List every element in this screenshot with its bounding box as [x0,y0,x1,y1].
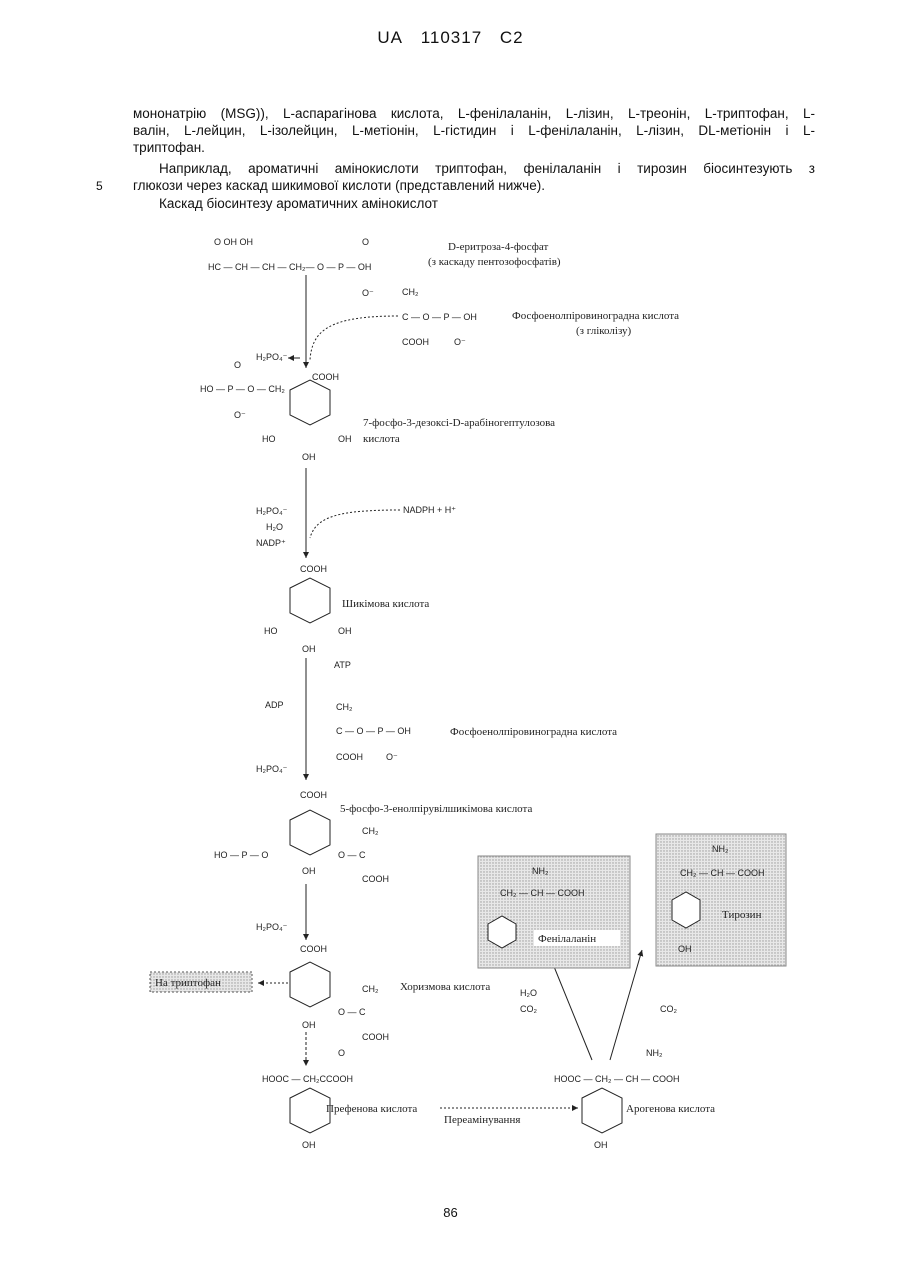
svg-text:HOOC — CH₂ — CH — COOH: HOOC — CH₂ — CH — COOH [554,1074,680,1084]
svg-text:CH₂: CH₂ [362,984,379,994]
tyrosine-label: Тирозин [722,909,762,921]
h2po4-3: H₂PO₄⁻ [256,764,288,774]
svg-text:COOH: COOH [300,944,327,954]
svg-text:O⁻: O⁻ [362,288,374,298]
arogenic-label: Арогенова кислота [626,1103,715,1115]
svg-text:HC — CH — CH — CH₂— O — P — OH: HC — CH — CH — CH₂— O — P — OH [208,262,371,272]
erythrose-sub-label: (з каскаду пентозофосфатів) [428,256,561,268]
svg-text:NH₂: NH₂ [646,1048,663,1058]
paragraph-2-line-1: Наприклад, ароматичні амінокислоти трипт… [133,160,815,177]
svg-text:COOH: COOH [300,564,327,574]
arogenic-structure: HOOC — CH₂ — CH — COOH NH₂ OH [554,1048,680,1150]
svg-text:CH₂: CH₂ [402,287,419,297]
svg-text:O⁻: O⁻ [234,410,246,420]
paragraph-2-line-2: глюкози через каскад шикимової кислоти (… [133,177,815,194]
tyrosine-box: NH₂ CH₂ — CH — COOH OH Тирозин [656,834,786,966]
prephenic-label: Префенова кислота [326,1103,417,1115]
svg-text:OH: OH [302,1020,316,1030]
pep1-sub-label: (з гліколізу) [576,325,632,337]
co2-2: CO₂ [660,1004,678,1014]
nadp-label: NADP⁺ [256,538,286,548]
svg-text:OH: OH [302,866,316,876]
svg-text:CH₂: CH₂ [362,826,379,836]
svg-text:NH₂: NH₂ [712,844,729,854]
phenylalanine-label: Фенілаланін [538,933,596,945]
svg-text:HOOC — CH₂CCOOH: HOOC — CH₂CCOOH [262,1074,353,1084]
header-number: 110317 [421,28,482,47]
chorismic-label: Хоризмова кислота [400,981,490,993]
svg-text:O: O [234,360,241,370]
svg-text:CH₂ — CH — COOH: CH₂ — CH — COOH [500,888,585,898]
chorismic-structure: COOH O — C CH₂ COOH OH [290,944,389,1042]
svg-text:COOH: COOH [362,1032,389,1042]
co2-1: CO₂ [520,1004,538,1014]
epsp-label: 5-фосфо-3-енолпірувілшикімова кислота [340,803,532,815]
h2po4-4: H₂PO₄⁻ [256,922,288,932]
dahp-structure: COOH HO — P — O — CH₂ O O⁻ HO OH OH [200,360,352,462]
transamination-label: Переамінування [444,1114,520,1126]
svg-text:COOH: COOH [402,337,429,347]
paragraph-2: Наприклад, ароматичні амінокислоти трипт… [133,160,815,194]
document-header: UA 110317 C2 [0,28,901,48]
paragraph-1-line-1: мононатрію (MSG)), L-аспарагінова кислот… [133,105,815,122]
h2po4-1: H₂PO₄⁻ [256,352,288,362]
svg-text:COOH: COOH [336,752,363,762]
atp-label: ATP [334,660,351,670]
svg-text:O: O [362,237,369,247]
dahp-label-line-1: 7-фосфо-3-дезоксі-D-арабіногептулозова [363,417,555,429]
svg-text:OH: OH [338,434,352,444]
svg-text:OH: OH [302,452,316,462]
svg-text:COOH: COOH [362,874,389,884]
svg-text:O — C: O — C [338,850,366,860]
svg-text:COOH: COOH [312,372,339,382]
page-number: 86 [0,1205,901,1220]
paragraph-1: мононатрію (MSG)), L-аспарагінова кислот… [133,105,815,156]
svg-text:HO: HO [264,626,278,636]
svg-text:CH₂ — CH — COOH: CH₂ — CH — COOH [680,868,765,878]
paragraph-3: Каскад біосинтезу ароматичних амінокисло… [133,195,815,212]
paragraph-1-line-2: валін, L-лейцин, L-ізолейцин, L-метіонін… [133,122,815,139]
pep1-structure: CH₂ C — O — P — OH COOH O⁻ [402,287,477,347]
pep2-structure: CH₂ C — O — P — OH COOH O⁻ [336,702,411,762]
adp-label: ADP [265,700,284,710]
svg-text:OH: OH [302,1140,316,1150]
svg-text:HO — P — O — CH₂: HO — P — O — CH₂ [200,384,285,394]
pep2-label: Фосфоенолпіровиноградна кислота [450,726,617,738]
svg-text:NH₂: NH₂ [532,866,549,876]
phenylalanine-box: NH₂ CH₂ — CH — COOH Фенілаланін [478,856,630,968]
svg-text:OH: OH [678,944,692,954]
nadph-label: NADPH + H⁺ [403,505,456,515]
svg-text:O: O [338,1048,345,1058]
shikimic-structure: COOH HO OH OH [264,564,352,654]
paragraph-1-line-3: триптофан. [133,139,815,156]
h2o-1: H₂O [266,522,283,532]
svg-text:O⁻: O⁻ [386,752,398,762]
to-tryptophan-label: На триптофан [155,977,221,989]
svg-text:HO: HO [262,434,276,444]
header-kind: C2 [500,28,524,47]
svg-text:C — O — P — OH: C — O — P — OH [336,726,411,736]
svg-text:HO — P — O: HO — P — O [214,850,268,860]
svg-text:COOH: COOH [300,790,327,800]
h2po4-2: H₂PO₄⁻ [256,506,288,516]
svg-text:O⁻: O⁻ [454,337,466,347]
svg-text:O OH OH: O OH OH [214,237,253,247]
h2o-2: H₂O [520,988,537,998]
svg-text:OH: OH [338,626,352,636]
prephenic-structure: HOOC — CH₂CCOOH O OH [262,1048,353,1150]
line-number: 5 [96,179,103,193]
svg-text:CH₂: CH₂ [336,702,353,712]
erythrose-structure: HC — CH — CH — CH₂— O — P — OH O OH OH O… [208,237,374,298]
svg-text:OH: OH [594,1140,608,1150]
svg-text:O — C: O — C [338,1007,366,1017]
svg-text:OH: OH [302,644,316,654]
shikimic-label: Шикімова кислота [342,598,429,610]
pep1-label: Фосфоенолпіровиноградна кислота [512,310,679,322]
aromatic-aa-biosynthesis-diagram: HC — CH — CH — CH₂— O — P — OH O OH OH O… [0,220,901,1220]
dahp-label-line-2: кислота [363,433,400,445]
erythrose-label: D-еритроза-4-фосфат [448,241,549,253]
svg-text:C — O — P — OH: C — O — P — OH [402,312,477,322]
header-country: UA [377,28,403,47]
